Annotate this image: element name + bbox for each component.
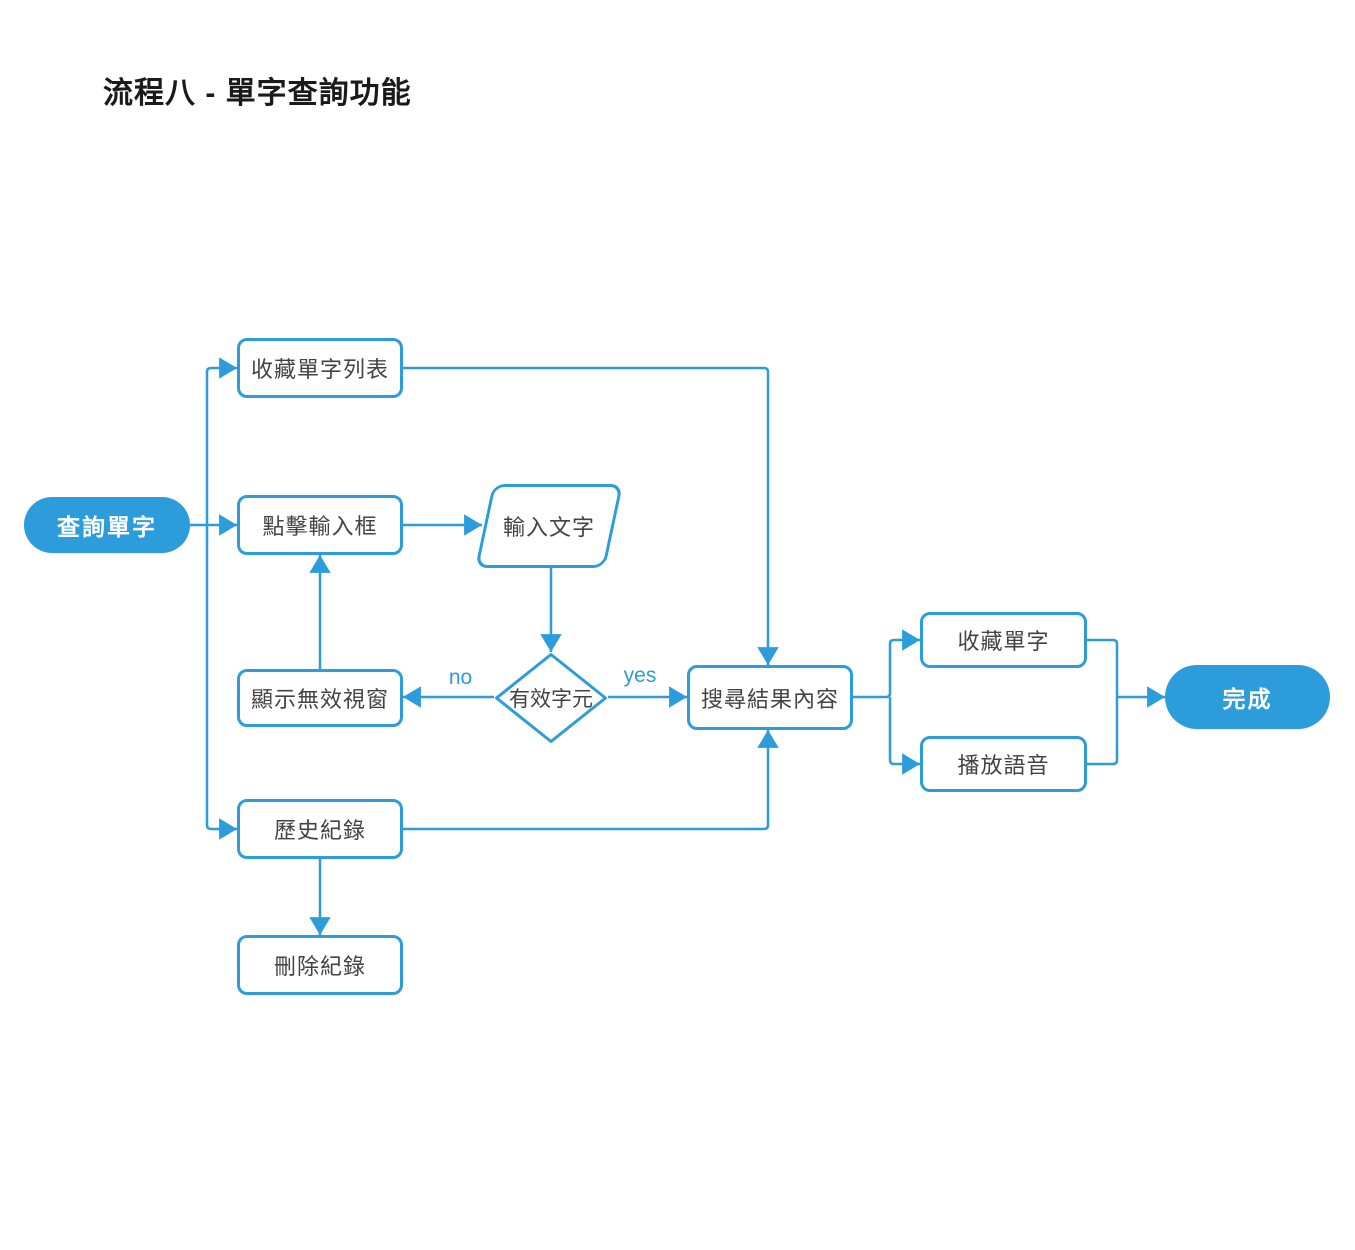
node-search-results: 搜尋結果內容 [687, 665, 853, 730]
node-done-label: 完成 [1222, 686, 1273, 712]
edge-search-results-to-play-audio [888, 697, 920, 775]
node-play-audio-label: 播放語音 [957, 753, 1050, 778]
node-history: 歷史紀錄 [237, 799, 403, 859]
diamond-shape [495, 653, 607, 743]
node-valid-chars-label: 有效字元 [509, 688, 593, 711]
node-favorite-word-label: 收藏單字 [957, 629, 1050, 654]
node-enter-text-label: 輸入文字 [502, 515, 595, 540]
edge-trunk-to-history [205, 525, 237, 840]
parallelogram-shape: 輸入文字 [475, 484, 623, 568]
node-favorites-list: 收藏單字列表 [237, 338, 403, 398]
node-enter-text: 輸入文字 [475, 484, 623, 568]
edge-search-results-to-favorite-word [853, 629, 920, 699]
node-delete-history-label: 刪除紀錄 [273, 954, 366, 979]
node-favorites-list-label: 收藏單字列表 [250, 357, 389, 382]
node-start-label: 查詢單字 [57, 514, 157, 540]
edge-history-to-search-results [403, 730, 779, 831]
edge-label-no: no [448, 666, 473, 689]
node-search-results-label: 搜尋結果內容 [700, 686, 839, 712]
node-start: 查詢單字 [24, 497, 190, 553]
node-click-input: 點擊輸入框 [237, 495, 403, 555]
node-done: 完成 [1165, 665, 1330, 729]
edge-favorites-list-to-search-results [403, 366, 779, 665]
edge-label-yes: yes [623, 664, 657, 687]
edge-play-audio-to-merge [1087, 697, 1119, 766]
edge-favorite-word-to-merge [1087, 638, 1119, 697]
edge-trunk-to-favorites-list [205, 357, 237, 525]
node-play-audio: 播放語音 [920, 736, 1087, 792]
node-click-input-label: 點擊輸入框 [262, 514, 378, 539]
node-valid-chars: 有效字元 [494, 652, 608, 744]
node-invalid-window-label: 顯示無效視窗 [250, 687, 389, 712]
node-invalid-window: 顯示無效視窗 [237, 669, 403, 727]
node-history-label: 歷史紀錄 [273, 818, 366, 843]
page-title: 流程八 - 單字查詢功能 [103, 77, 412, 110]
node-delete-history: 刪除紀錄 [237, 935, 403, 995]
node-favorite-word: 收藏單字 [920, 612, 1087, 668]
